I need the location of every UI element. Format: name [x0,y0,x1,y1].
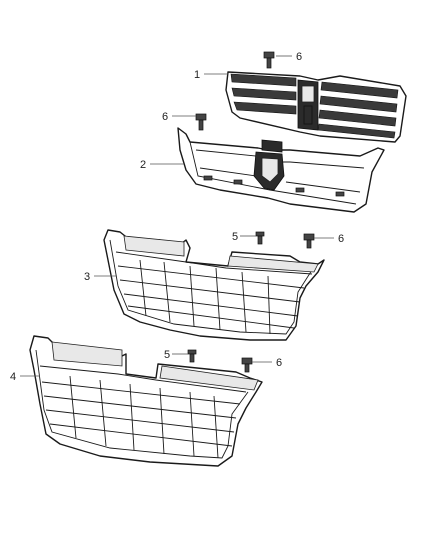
fastener-5a-icon [255,231,265,245]
callout-part-2: 2 [140,159,146,171]
callout-fastener-5a: 5 [232,231,238,243]
callout-part-1: 1 [194,69,200,81]
fastener-6d-icon [241,357,253,373]
callout-fastener-6c: 6 [338,233,344,245]
grille-frame-part-2 [177,127,385,213]
callout-part-3: 3 [84,271,90,283]
grille-part-3 [103,229,325,341]
callout-fastener-6b: 6 [162,111,168,123]
fastener-6c-icon [303,233,315,249]
fastener-6a-icon [263,51,275,69]
callout-fastener-5b: 5 [164,349,170,361]
callout-fastener-6d: 6 [276,357,282,369]
callout-part-4: 4 [10,371,16,383]
grille-insert-part-1 [225,71,407,143]
fastener-6b-icon [195,113,207,131]
callout-fastener-6a: 6 [296,51,302,63]
fastener-5b-icon [187,349,197,363]
grille-part-4 [29,335,263,467]
